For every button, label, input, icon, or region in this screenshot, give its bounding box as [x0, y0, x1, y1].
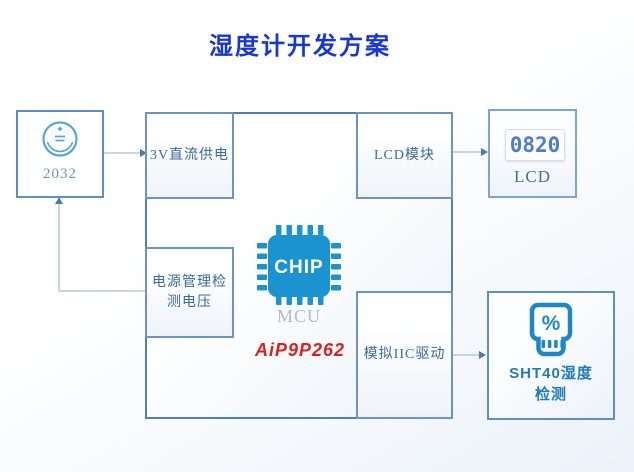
power-mgmt-box: 电源管理检 测电压	[145, 247, 234, 338]
lcd-module-label: LCD模块	[374, 147, 435, 163]
arrowhead-right-icon	[140, 149, 147, 157]
mcu-part-number: AiP9P262	[254, 340, 346, 360]
chip-icon: CHIP	[257, 225, 341, 305]
battery-label: 2032	[43, 166, 77, 182]
mcu-label: MCU	[276, 306, 321, 326]
lcd-display-node: 0820 LCD	[488, 109, 577, 198]
lcd-display-label: LCD	[514, 167, 551, 186]
sht40-label-line2: 检测	[534, 386, 567, 403]
power-mgmt-label-line2: 测电压	[167, 294, 212, 310]
arrowhead-up-icon	[55, 197, 63, 204]
coin-cell-battery-icon	[42, 121, 78, 157]
power-supply-label: 3V直流供电	[149, 147, 230, 163]
battery-node: 2032	[16, 110, 104, 198]
sht40-label-line1: SHT40湿度	[509, 365, 593, 382]
iic-driver-label: 模拟IIC驱动	[363, 347, 446, 362]
connector-powermgmt-to-battery	[58, 203, 145, 292]
mcu-chip: CHIP	[254, 224, 344, 313]
humidity-sensor-icon: %	[529, 302, 573, 357]
lcd-module-box: LCD模块	[356, 112, 453, 199]
arrowhead-right-icon	[481, 148, 488, 156]
iic-driver-box: 模拟IIC驱动	[356, 291, 453, 419]
percent-symbol: %	[542, 312, 561, 335]
power-mgmt-label-line1: 电源管理检	[152, 274, 227, 290]
power-supply-box: 3V直流供电	[145, 112, 234, 199]
sht40-sensor-node: % SHT40湿度 检测	[487, 291, 615, 420]
seven-segment-display: 0820	[505, 129, 565, 161]
arrowhead-right-icon	[479, 351, 486, 359]
page-title: 湿度计开发方案	[209, 33, 391, 60]
chip-text: CHIP	[274, 257, 323, 278]
